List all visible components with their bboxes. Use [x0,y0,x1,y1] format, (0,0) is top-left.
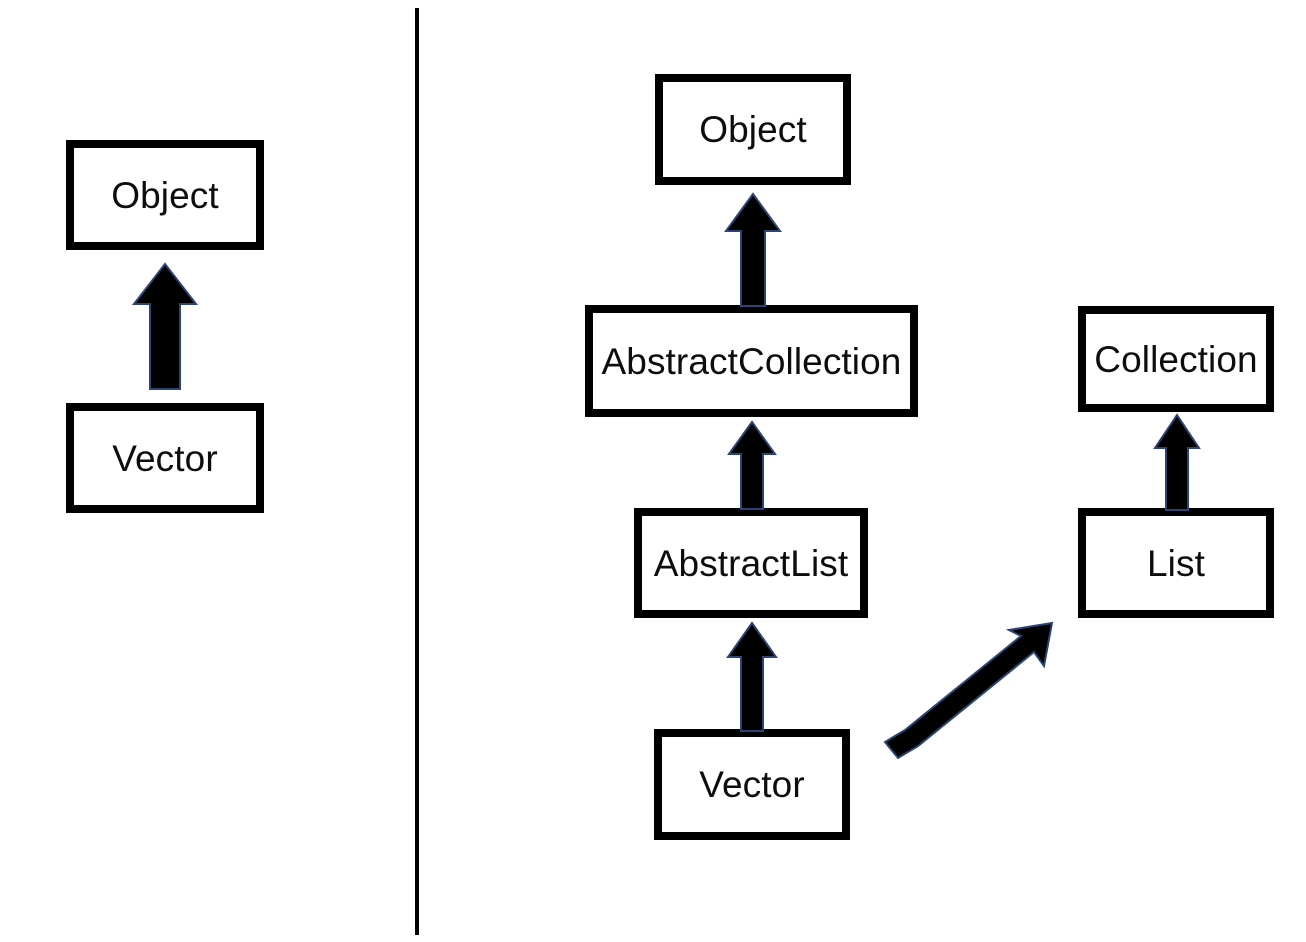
arrow-abstractcollection-to-object [724,192,782,307]
class-box-label: AbstractList [653,542,849,584]
class-box-abstractlist[interactable]: AbstractList [634,508,868,618]
class-box-label: Vector [112,437,218,479]
arrow-abstractlist-to-abstractcollection [727,420,777,510]
class-box-label: Collection [1094,338,1258,380]
class-box-label: Object [699,109,807,150]
class-box-abstractcollection[interactable]: AbstractCollection [585,305,918,417]
class-box-collection[interactable]: Collection [1078,306,1274,412]
class-box-label: List [1147,542,1205,584]
class-box-label: Vector [699,764,805,805]
arrow-vector-to-abstractlist [726,621,778,732]
class-box-vector-right[interactable]: Vector [654,729,850,840]
panel-divider [415,8,419,935]
arrow-vector-to-object-left [131,262,199,390]
class-box-object-right[interactable]: Object [655,74,851,185]
arrow-list-to-collection [1153,413,1201,511]
arrow-vector-to-list-diagonal [883,621,1054,760]
class-box-object-left[interactable]: Object [66,140,264,250]
class-box-label: Object [111,174,219,216]
class-box-vector-left[interactable]: Vector [66,403,264,513]
class-box-label: AbstractCollection [601,340,902,382]
class-box-list[interactable]: List [1078,508,1274,618]
